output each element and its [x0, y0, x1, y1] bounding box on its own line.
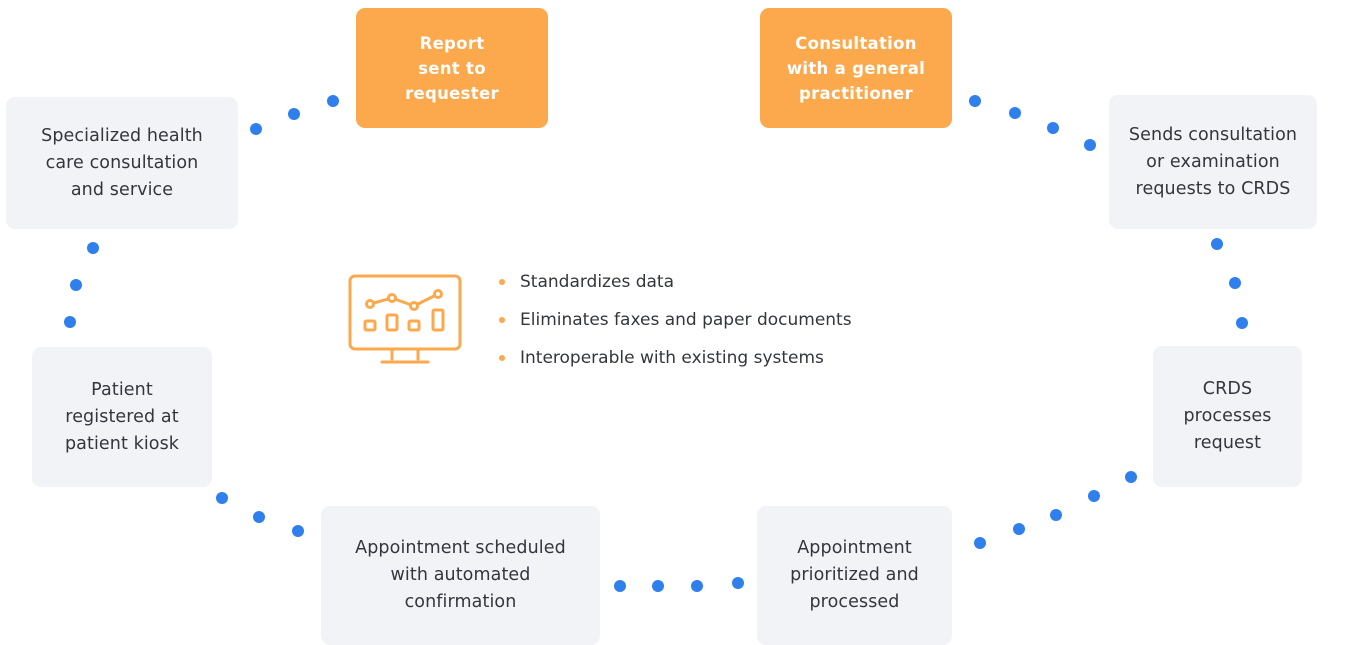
connector-dot	[1084, 139, 1096, 151]
feature-label: Interoperable with existing systems	[520, 348, 824, 368]
step-appointment-prioritized: Appointment prioritized and processed	[757, 506, 952, 645]
connector-dot	[288, 108, 300, 120]
step-sends-requests: Sends consultation or examination reques…	[1109, 95, 1317, 229]
step-report-sent: Report sent to requester	[356, 8, 548, 128]
monitor-analytics-icon	[348, 274, 462, 372]
connector-dot	[70, 279, 82, 291]
connector-dot	[327, 95, 339, 107]
step-specialized-care: Specialized health care consultation and…	[6, 97, 238, 229]
connector-dot	[1125, 471, 1137, 483]
connector-dot	[974, 537, 986, 549]
connector-dot	[1050, 509, 1062, 521]
connector-dot	[691, 580, 703, 592]
connector-dot	[216, 492, 228, 504]
step-appointment-scheduled: Appointment scheduled with automated con…	[321, 506, 600, 645]
feature-item: Standardizes data	[497, 268, 852, 306]
connector-dot	[1211, 238, 1223, 250]
step-crds-processes: CRDS processes request	[1153, 346, 1302, 487]
feature-item: Interoperable with existing systems	[497, 344, 852, 382]
feature-list: Standardizes data Eliminates faxes and p…	[497, 268, 852, 382]
connector-dot	[64, 316, 76, 328]
connector-dot	[614, 580, 626, 592]
connector-dot	[253, 511, 265, 523]
step-patient-registered: Patient registered at patient kiosk	[32, 347, 212, 487]
feature-label: Eliminates faxes and paper documents	[520, 310, 852, 330]
connector-dot	[87, 242, 99, 254]
connector-dot	[732, 577, 744, 589]
bullet-icon	[499, 317, 505, 323]
feature-item: Eliminates faxes and paper documents	[497, 306, 852, 344]
connector-dot	[250, 123, 262, 135]
connector-dot	[652, 580, 664, 592]
connector-dot	[969, 95, 981, 107]
connector-dot	[1047, 122, 1059, 134]
connector-dot	[1236, 317, 1248, 329]
step-consultation-gp: Consultation with a general practitioner	[760, 8, 952, 128]
bullet-icon	[499, 355, 505, 361]
connector-dot	[292, 525, 304, 537]
feature-label: Standardizes data	[520, 272, 674, 292]
connector-dot	[1009, 107, 1021, 119]
connector-dot	[1088, 490, 1100, 502]
connector-dot	[1229, 277, 1241, 289]
bullet-icon	[499, 279, 505, 285]
connector-dot	[1013, 523, 1025, 535]
